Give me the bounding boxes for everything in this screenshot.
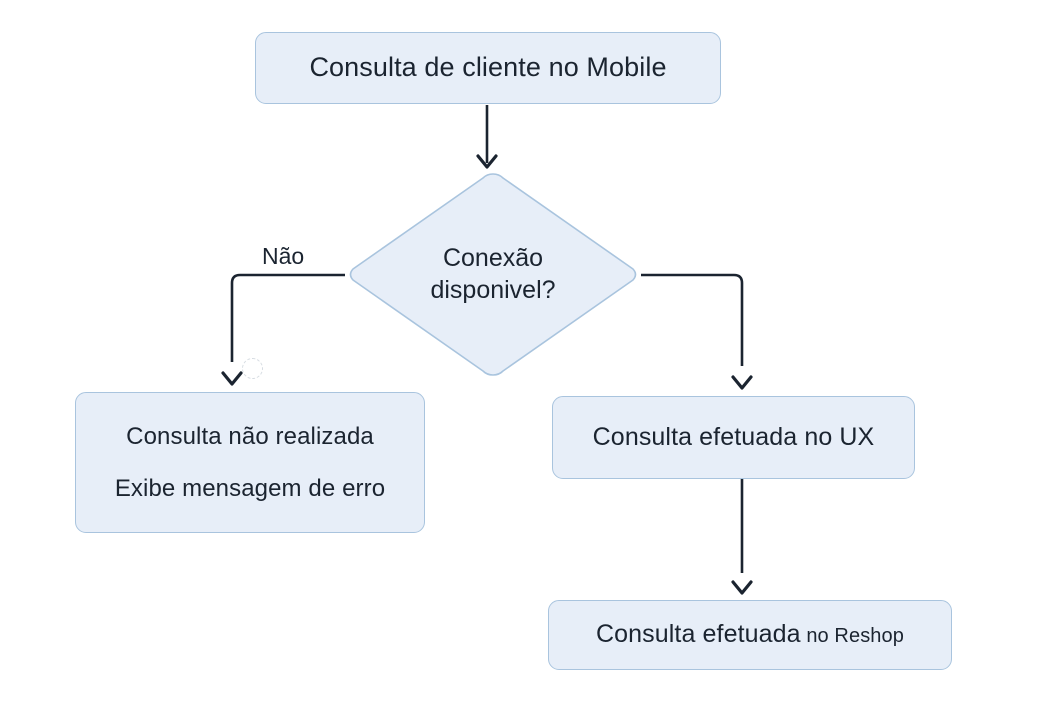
diamond-shape xyxy=(349,173,637,376)
node-reshop-label-main: Consulta efetuada xyxy=(596,620,801,649)
node-decision[interactable]: Conexão disponivel? xyxy=(345,170,641,379)
node-reshop-label-sub-text: no Reshop xyxy=(806,625,904,648)
node-decision-label: Conexão disponivel? xyxy=(345,170,641,379)
edge-ux-to-reshop xyxy=(731,479,753,595)
node-start-label: Consulta de cliente no Mobile xyxy=(309,52,667,83)
node-decision-line-1: Conexão xyxy=(442,244,544,273)
edge-decision-to-ux xyxy=(641,273,753,390)
edge-label-nao: Não xyxy=(262,243,305,269)
node-consulta-efetuada-reshop[interactable]: Consulta efetuada no Reshop xyxy=(548,600,952,670)
node-ux-label: Consulta efetuada no UX xyxy=(592,422,875,451)
node-fail-line-2: Exibe mensagem de erro xyxy=(114,474,386,502)
node-consulta-efetuada-ux[interactable]: Consulta efetuada no UX xyxy=(552,396,915,479)
node-consulta-nao-realizada[interactable]: Consulta não realizada Exibe mensagem de… xyxy=(75,392,425,533)
edge-start-to-decision xyxy=(476,105,498,169)
node-decision-line-2: disponivel? xyxy=(430,275,556,304)
node-reshop-label: Consulta efetuada no Reshop xyxy=(596,619,904,650)
node-fail-line-1: Consulta não realizada xyxy=(126,422,374,450)
connector-handle-icon[interactable] xyxy=(242,358,263,379)
node-start[interactable]: Consulta de cliente no Mobile xyxy=(255,32,721,104)
